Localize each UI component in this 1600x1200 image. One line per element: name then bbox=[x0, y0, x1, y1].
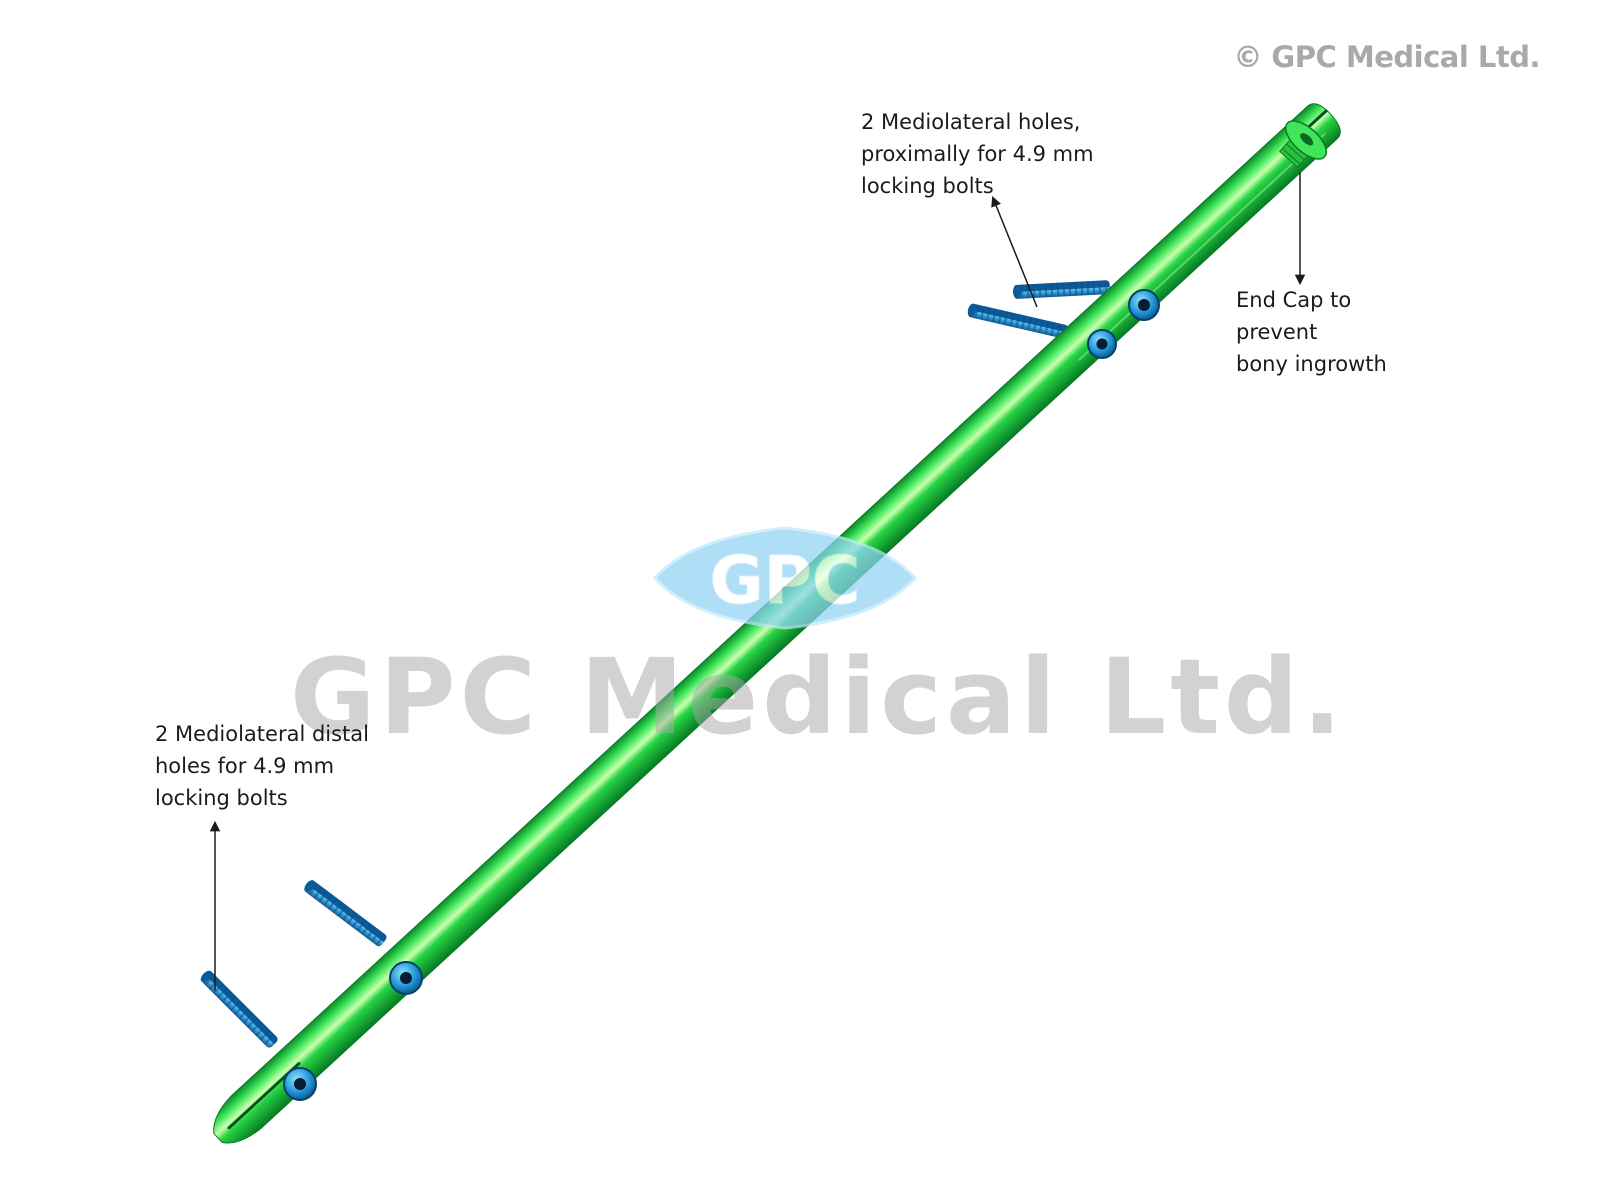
end-cap bbox=[1278, 120, 1327, 169]
bolt-head-proximal-lower bbox=[1087, 329, 1117, 359]
bolt-distal-upper bbox=[304, 880, 387, 947]
logo-text: GPC bbox=[710, 542, 861, 619]
bolt-distal-lower bbox=[200, 970, 278, 1048]
callout-proximal-holes: 2 Mediolateral holes, proximally for 4.9… bbox=[861, 110, 1094, 198]
gpc-logo-watermark: GPC bbox=[653, 526, 917, 630]
callout-end-cap: End Cap to prevent bony ingrowth bbox=[1236, 288, 1387, 376]
bolt-proximal-upper bbox=[1012, 280, 1111, 299]
watermark-text: GPC Medical Ltd. bbox=[290, 636, 1346, 758]
bolt-head-distal-lower bbox=[283, 1067, 317, 1101]
copyright-text: © GPC Medical Ltd. bbox=[1233, 40, 1540, 74]
bolt-proximal-lower bbox=[967, 303, 1069, 339]
bolt-head-proximal-upper bbox=[1128, 289, 1160, 321]
arrow-icon-proximal bbox=[991, 196, 1038, 308]
bolt-head-distal-upper bbox=[389, 961, 423, 995]
callout-distal-holes: 2 Mediolateral distal holes for 4.9 mm l… bbox=[155, 722, 369, 810]
